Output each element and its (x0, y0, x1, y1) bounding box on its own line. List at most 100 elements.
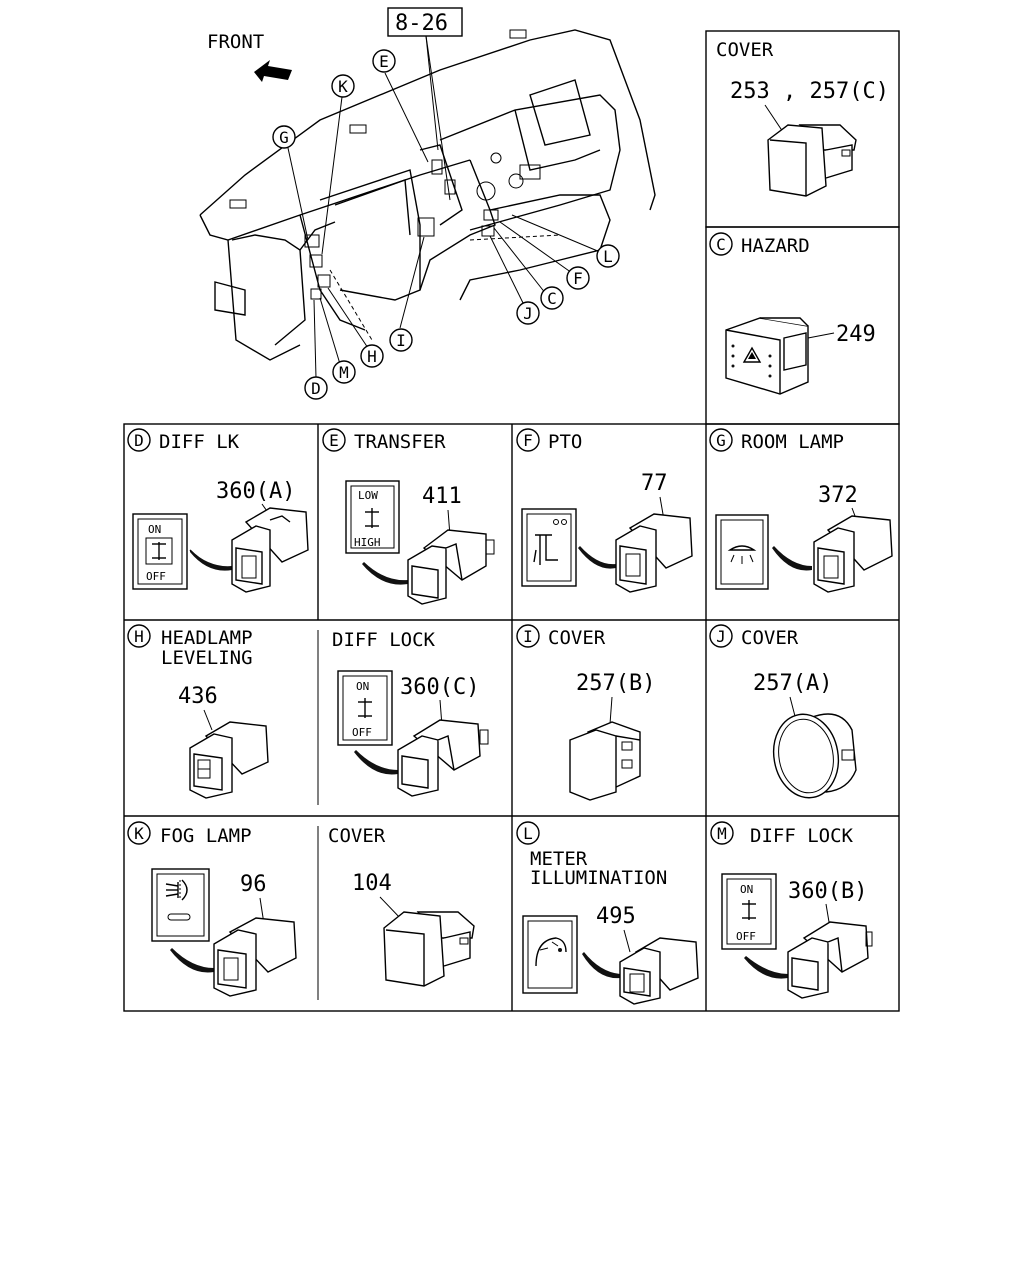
part-number: 104 (352, 871, 392, 896)
panel-room-lamp: G ROOM LAMP 372 (709, 428, 893, 593)
dashboard-overview: FRONT 8-26 (199, 7, 656, 400)
meter-illumination-icon (535, 937, 567, 967)
part-number: 249 (836, 322, 876, 347)
part-number: 257(A) (753, 671, 832, 696)
panel-hazard: C HAZARD 249 (709, 232, 876, 395)
switch-cover-part (767, 124, 857, 197)
rocker-switch-part (619, 937, 699, 1005)
svg-text:H: H (367, 347, 377, 366)
diff-lock-symbol-plate: ON OFF (721, 873, 777, 950)
svg-text:C: C (547, 289, 557, 308)
callout-g: G (272, 125, 296, 149)
svg-text:I: I (396, 331, 406, 350)
panel-letter: F (523, 431, 533, 450)
panel-title: HAZARD (741, 235, 810, 257)
callout-h: H (360, 344, 384, 368)
callout-k: K (331, 74, 355, 98)
svg-text:OFF: OFF (146, 570, 166, 583)
rocker-switch-part (231, 507, 309, 593)
front-arrow-icon (254, 60, 292, 82)
svg-text:ON: ON (148, 523, 161, 536)
ref-box (387, 7, 463, 37)
panel-title-line1: METER (530, 848, 588, 870)
panel-letter: M (717, 824, 727, 843)
panel-cover-j: J COVER 257(A) (709, 624, 857, 799)
svg-text:E: E (379, 52, 389, 71)
part-number: 372 (818, 483, 858, 508)
rocker-switch-part (813, 515, 893, 593)
panel-letter: J (716, 627, 726, 646)
part-number: 253 , 257(C) (730, 79, 889, 104)
panel-title: COVER (328, 825, 386, 847)
panel-title: DIFF LK (159, 431, 240, 453)
meter-symbol-plate (522, 915, 578, 994)
svg-text:ON: ON (356, 680, 369, 693)
diff-lock-symbol-plate: ON OFF (337, 670, 393, 746)
panel-letter: L (523, 824, 533, 843)
panel-letter: H (134, 627, 144, 646)
panel-title: DIFF LOCK (332, 629, 436, 651)
panel-letter: G (716, 431, 726, 450)
panel-title-line1: HEADLAMP (161, 627, 253, 649)
svg-text:M: M (339, 363, 349, 382)
part-number: 411 (422, 484, 462, 509)
callout-i: I (389, 328, 413, 352)
svg-text:LOW: LOW (358, 489, 378, 502)
callout-c: C (540, 286, 564, 310)
svg-text:L: L (603, 247, 613, 266)
panel-fog-lamp: K FOG LAMP 96 (127, 821, 297, 997)
panel-letter: C (716, 235, 726, 254)
svg-text:HIGH: HIGH (354, 536, 381, 549)
panel-letter: D (134, 431, 144, 450)
round-cover-part (772, 713, 857, 799)
panel-title: PTO (548, 431, 582, 453)
svg-text:D: D (311, 379, 321, 398)
part-number: 360(B) (788, 879, 867, 904)
part-number: 257(B) (576, 671, 655, 696)
panel-title: COVER (716, 39, 774, 61)
switch-cover-part (383, 911, 475, 987)
diff-lock-symbol-plate: ON OFF (132, 513, 188, 590)
panel-headlamp-leveling: H HEADLAMP LEVELING 436 (127, 624, 269, 799)
room-lamp-symbol-plate (715, 514, 769, 590)
part-number: 436 (178, 684, 218, 709)
rocker-switch-part (407, 529, 495, 605)
part-number: 96 (240, 872, 267, 897)
svg-text:G: G (279, 128, 289, 147)
front-label: FRONT (207, 31, 264, 53)
panel-title: ROOM LAMP (741, 431, 844, 453)
callout-d: D (304, 376, 328, 400)
panel-title: COVER (548, 627, 606, 649)
panel-title: COVER (741, 627, 799, 649)
panel-pto: F PTO 77 (516, 428, 693, 593)
callout-l: L (596, 244, 620, 268)
panel-title: TRANSFER (354, 431, 446, 453)
callouts: E K G L F C J I H M D (272, 49, 620, 400)
panel-title: DIFF LOCK (750, 825, 854, 847)
svg-text:J: J (523, 304, 533, 323)
panel-title-line2: LEVELING (161, 647, 253, 669)
panel-diff-lock-h: DIFF LOCK 360(C) ON OFF (332, 629, 489, 797)
part-number: 77 (641, 471, 668, 496)
panel-grid (123, 30, 900, 1012)
svg-text:OFF: OFF (352, 726, 372, 739)
callout-f: F (566, 266, 590, 290)
pto-symbol-plate (521, 508, 577, 587)
rocker-switch-part (397, 719, 489, 797)
svg-text:K: K (338, 77, 348, 96)
fog-lamp-symbol-plate (151, 868, 210, 942)
panel-meter-illumination: L METER ILLUMINATION 495 (516, 821, 699, 1005)
panel-title-line2: ILLUMINATION (530, 867, 667, 889)
panel-diff-lk: D DIFF LK 360(A) ON OFF (127, 428, 309, 593)
svg-text:OFF: OFF (736, 930, 756, 943)
dashboard-drawing (199, 29, 656, 361)
panel-title: FOG LAMP (160, 825, 252, 847)
panel-cover-104: COVER 104 (328, 825, 475, 987)
ref-box-label: 8-26 (395, 11, 448, 36)
svg-text:F: F (573, 269, 583, 288)
rocker-switch-part (213, 917, 297, 997)
panel-letter: E (329, 431, 339, 450)
rocker-switch-part (615, 513, 693, 593)
part-number: 360(A) (216, 479, 295, 504)
